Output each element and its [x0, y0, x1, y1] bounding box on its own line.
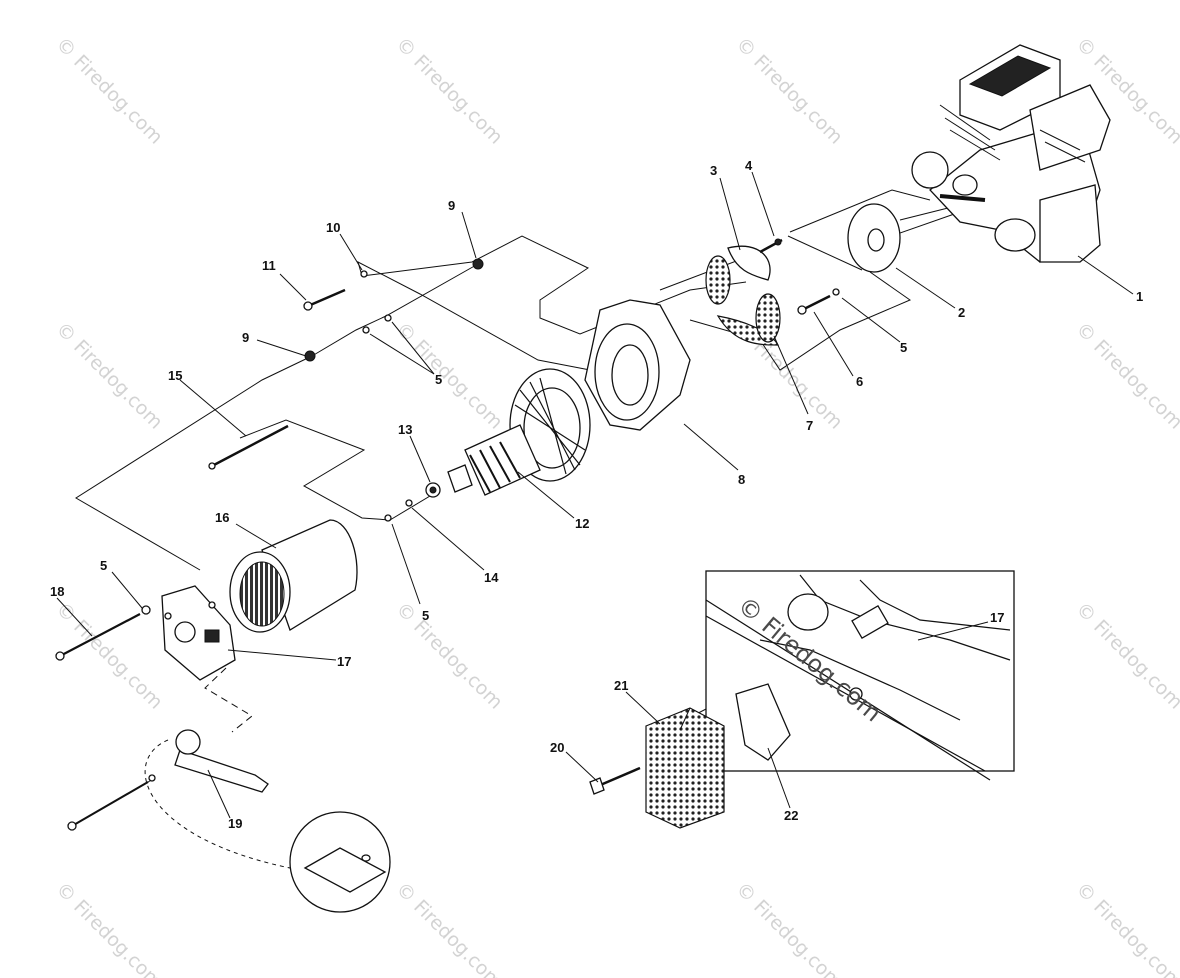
watermark-text: © Firedog.com	[51, 878, 166, 978]
callout-5: 5	[422, 608, 429, 623]
watermark-text: © Firedog.com	[391, 33, 506, 148]
bearing-part	[425, 482, 441, 498]
watermark-text: © Firedog.com	[391, 598, 506, 713]
callout-1: 1	[1136, 289, 1143, 304]
screen-part	[705, 238, 783, 346]
stator-part	[229, 519, 358, 633]
watermark-text: © Firedog.com	[731, 33, 846, 148]
callout-4: 4	[745, 158, 753, 173]
callout-21: 21	[614, 678, 628, 693]
callout-5: 5	[435, 372, 442, 387]
callout-17: 17	[990, 610, 1004, 625]
callout-18: 18	[50, 584, 64, 599]
callout-11: 11	[262, 258, 276, 273]
small-fasteners	[303, 258, 484, 522]
callout-12: 12	[575, 516, 589, 531]
callout-16: 16	[215, 510, 229, 525]
callout-9: 9	[448, 198, 455, 213]
leader-lines	[56, 171, 1134, 819]
mesh-cover-part	[589, 707, 725, 829]
callout-17: 17	[337, 654, 351, 669]
watermark-text: © Firedog.com	[51, 598, 166, 713]
screw-washer-part	[797, 288, 840, 315]
watermark-text: © Firedog.com	[1071, 598, 1180, 713]
callout-13: 13	[398, 422, 412, 437]
watermark-text: © Firedog.com	[1071, 878, 1180, 978]
callout-7: 7	[806, 418, 813, 433]
engine-part	[911, 44, 1111, 263]
watermark-text: © Firedog.com	[51, 318, 166, 433]
callout-22: 22	[784, 808, 798, 823]
long-bolt-part	[208, 424, 289, 470]
callout-19: 19	[228, 816, 242, 831]
end-bell-part	[161, 585, 236, 681]
detail-inset-circle	[289, 811, 391, 913]
callout-labels: 1 2 3 4 5 5 5 5 6 7 8 9 9 10 11 12 13 14…	[50, 158, 1143, 831]
watermark-text: © Firedog.com	[391, 318, 506, 433]
fan-housing-part	[584, 299, 691, 431]
watermark-text: © Firedog.com	[1071, 318, 1180, 433]
callout-15: 15	[168, 368, 182, 383]
rotor-part	[447, 368, 591, 496]
callout-6: 6	[856, 374, 863, 389]
callout-14: 14	[484, 570, 499, 585]
callout-20: 20	[550, 740, 564, 755]
watermark-text: © Firedog.com	[731, 878, 846, 978]
adapter-plate-part	[847, 203, 901, 273]
callout-3: 3	[710, 163, 717, 178]
callout-9: 9	[242, 330, 249, 345]
callout-2: 2	[958, 305, 965, 320]
callout-8: 8	[738, 472, 745, 487]
bracket-part	[67, 729, 269, 831]
callout-5: 5	[100, 558, 107, 573]
callout-5: 5	[900, 340, 907, 355]
through-bolt-part	[55, 605, 151, 661]
callout-10: 10	[326, 220, 340, 235]
detail-inset-box	[705, 570, 1015, 781]
watermark-text: © Firedog.com	[391, 878, 506, 978]
watermark-text: © Firedog.com	[51, 33, 166, 148]
